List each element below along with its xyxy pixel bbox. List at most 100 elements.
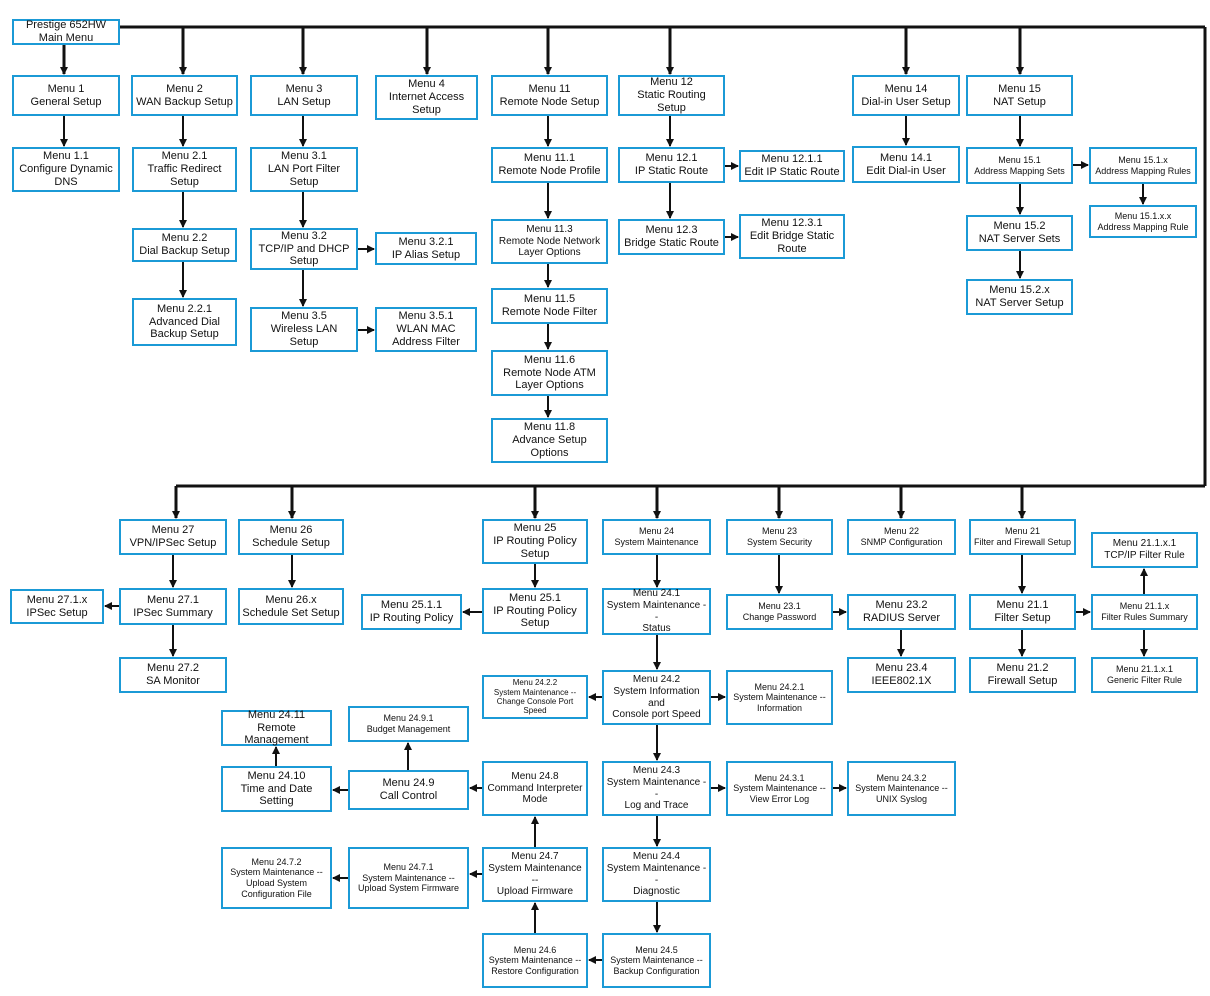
- menu-3-2-1-node[interactable]: Menu 3.2.1 IP Alias Setup: [375, 232, 477, 265]
- menu-12-3-label: Menu 12.3 Bridge Static Route: [624, 224, 719, 249]
- menu-24-6-label: Menu 24.6 System Maintenance -- Restore …: [488, 944, 582, 976]
- menu-3-5-1-label: Menu 3.5.1 WLAN MAC Address Filter: [392, 310, 460, 348]
- menu-12-node[interactable]: Menu 12 Static Routing Setup: [618, 75, 725, 116]
- menu-11-5-node[interactable]: Menu 11.5 Remote Node Filter: [491, 288, 608, 324]
- menu-15-1-x-node[interactable]: Menu 15.1.x Address Mapping Rules: [1089, 147, 1197, 184]
- menu-11-6-node[interactable]: Menu 11.6 Remote Node ATM Layer Options: [491, 350, 608, 396]
- menu-23-1-node[interactable]: Menu 23.1 Change Password: [726, 594, 833, 630]
- menu-2-2-1-node[interactable]: Menu 2.2.1 Advanced Dial Backup Setup: [132, 298, 237, 346]
- menu-23-label: Menu 23 System Security: [746, 526, 813, 547]
- menu-25-1-label: Menu 25.1 IP Routing Policy Setup: [493, 591, 577, 630]
- menu-11-1-node[interactable]: Menu 11.1 Remote Node Profile: [491, 147, 608, 183]
- menu-15-1-x-x-node[interactable]: Menu 15.1.x.x Address Mapping Rule: [1089, 205, 1197, 238]
- menu-24-2-2-label: Menu 24.2.2 System Maintenance -- Change…: [493, 678, 577, 716]
- menu-24-7-node[interactable]: Menu 24.7 System Maintenance -- Upload F…: [482, 847, 588, 902]
- menu-3-5-1-node[interactable]: Menu 3.5.1 WLAN MAC Address Filter: [375, 307, 477, 352]
- menu-12-3-1-node[interactable]: Menu 12.3.1 Edit Bridge Static Route: [739, 214, 845, 259]
- menu-12-1-label: Menu 12.1 IP Static Route: [634, 152, 709, 177]
- menu-15-node[interactable]: Menu 15 NAT Setup: [966, 75, 1073, 116]
- menu-27-1-node[interactable]: Menu 27.1 IPSec Summary: [119, 588, 227, 625]
- menu-24-1-node[interactable]: Menu 24.1 System Maintenance -- Status: [602, 588, 711, 635]
- menu-23-4-node[interactable]: Menu 23.4 IEEE802.1X: [847, 657, 956, 693]
- menu-1-1-node[interactable]: Menu 1.1 Configure Dynamic DNS: [12, 147, 120, 192]
- menu-14-node[interactable]: Menu 14 Dial-in User Setup: [852, 75, 960, 116]
- menu-24-2-1-node[interactable]: Menu 24.2.1 System Maintenance -- Inform…: [726, 670, 833, 725]
- menu-2-label: Menu 2 WAN Backup Setup: [136, 82, 233, 108]
- menu-11-node[interactable]: Menu 11 Remote Node Setup: [491, 75, 608, 116]
- menu-25-node[interactable]: Menu 25 IP Routing Policy Setup: [482, 519, 588, 564]
- menu-11-8-label: Menu 11.8 Advance Setup Options: [512, 421, 587, 459]
- menu-14-1-node[interactable]: Menu 14.1 Edit Dial-in User: [852, 146, 960, 183]
- menu-24-8-node[interactable]: Menu 24.8 Command Interpreter Mode: [482, 761, 588, 816]
- menu-24-5-node[interactable]: Menu 24.5 System Maintenance -- Backup C…: [602, 933, 711, 988]
- menu-24-node[interactable]: Menu 24 System Maintenance: [602, 519, 711, 555]
- menu-24-9-label: Menu 24.9 Call Control: [379, 777, 438, 802]
- menu-22-label: Menu 22 SNMP Configuration: [860, 526, 943, 547]
- menu-21-1-x-1-generic-label: Menu 21.1.x.1 Generic Filter Rule: [1106, 664, 1183, 685]
- menu-24-2-node[interactable]: Menu 24.2 System Information and Console…: [602, 670, 711, 725]
- menu-24-9-1-label: Menu 24.9.1 Budget Management: [366, 713, 451, 734]
- menu-2-2-node[interactable]: Menu 2.2 Dial Backup Setup: [132, 228, 237, 262]
- menu-24-6-node[interactable]: Menu 24.6 System Maintenance -- Restore …: [482, 933, 588, 988]
- menu-23-2-node[interactable]: Menu 23.2 RADIUS Server: [847, 594, 956, 630]
- menu-24-8-label: Menu 24.8 Command Interpreter Mode: [487, 770, 583, 806]
- menu-15-2-node[interactable]: Menu 15.2 NAT Server Sets: [966, 215, 1073, 251]
- menu-21-node[interactable]: Menu 21 Filter and Firewall Setup: [969, 519, 1076, 555]
- menu-3-node[interactable]: Menu 3 LAN Setup: [250, 75, 358, 116]
- menu-24-2-2-node[interactable]: Menu 24.2.2 System Maintenance -- Change…: [482, 675, 588, 719]
- menu-21-2-node[interactable]: Menu 21.2 Firewall Setup: [969, 657, 1076, 693]
- menu-26-node[interactable]: Menu 26 Schedule Setup: [238, 519, 344, 555]
- menu-1-node[interactable]: Menu 1 General Setup: [12, 75, 120, 116]
- menu-3-5-node[interactable]: Menu 3.5 Wireless LAN Setup: [250, 307, 358, 352]
- menu-12-1-1-label: Menu 12.1.1 Edit IP Static Route: [744, 153, 840, 178]
- menu-21-1-x-1-generic-node[interactable]: Menu 21.1.x.1 Generic Filter Rule: [1091, 657, 1198, 693]
- menu-27-2-node[interactable]: Menu 27.2 SA Monitor: [119, 657, 227, 693]
- menu-3-1-node[interactable]: Menu 3.1 LAN Port Filter Setup: [250, 147, 358, 192]
- menu-24-4-node[interactable]: Menu 24.4 System Maintenance -- Diagnost…: [602, 847, 711, 902]
- menu-15-1-node[interactable]: Menu 15.1 Address Mapping Sets: [966, 147, 1073, 184]
- menu-24-9-node[interactable]: Menu 24.9 Call Control: [348, 770, 469, 810]
- menu-24-7-2-node[interactable]: Menu 24.7.2 System Maintenance -- Upload…: [221, 847, 332, 909]
- main-menu-node[interactable]: Prestige 652HW Main Menu: [12, 19, 120, 45]
- menu-3-2-node[interactable]: Menu 3.2 TCP/IP and DHCP Setup: [250, 228, 358, 270]
- menu-23-1-label: Menu 23.1 Change Password: [742, 601, 817, 622]
- menu-27-1-x-node[interactable]: Menu 27.1.x IPSec Setup: [10, 589, 104, 624]
- menu-12-3-node[interactable]: Menu 12.3 Bridge Static Route: [618, 219, 725, 255]
- menu-11-label: Menu 11 Remote Node Setup: [499, 82, 600, 108]
- menu-25-1-node[interactable]: Menu 25.1 IP Routing Policy Setup: [482, 588, 588, 634]
- menu-12-1-1-node[interactable]: Menu 12.1.1 Edit IP Static Route: [739, 150, 845, 182]
- menu-26-x-node[interactable]: Menu 26.x Schedule Set Setup: [238, 588, 344, 625]
- menu-23-node[interactable]: Menu 23 System Security: [726, 519, 833, 555]
- menu-24-9-1-node[interactable]: Menu 24.9.1 Budget Management: [348, 706, 469, 742]
- menu-14-label: Menu 14 Dial-in User Setup: [861, 82, 951, 108]
- menu-24-4-label: Menu 24.4 System Maintenance -- Diagnost…: [606, 850, 707, 898]
- menu-27-label: Menu 27 VPN/IPSec Setup: [129, 524, 217, 549]
- menu-15-2-label: Menu 15.2 NAT Server Sets: [978, 220, 1061, 245]
- menu-4-node[interactable]: Menu 4 Internet Access Setup: [375, 75, 478, 120]
- menu-14-1-label: Menu 14.1 Edit Dial-in User: [866, 151, 946, 177]
- menu-27-node[interactable]: Menu 27 VPN/IPSec Setup: [119, 519, 227, 555]
- menu-11-8-node[interactable]: Menu 11.8 Advance Setup Options: [491, 418, 608, 463]
- menu-24-5-label: Menu 24.5 System Maintenance -- Backup C…: [610, 944, 703, 976]
- menu-11-3-node[interactable]: Menu 11.3 Remote Node Network Layer Opti…: [491, 219, 608, 264]
- menu-2-node[interactable]: Menu 2 WAN Backup Setup: [131, 75, 238, 116]
- menu-25-1-1-node[interactable]: Menu 25.1.1 IP Routing Policy: [361, 594, 462, 630]
- menu-24-3-2-node[interactable]: Menu 24.3.2 System Maintenance -- UNIX S…: [847, 761, 956, 816]
- menu-24-10-node[interactable]: Menu 24.10 Time and Date Setting: [221, 766, 332, 812]
- menu-24-11-node[interactable]: Menu 24.11 Remote Management: [221, 709, 332, 746]
- menu-12-label: Menu 12 Static Routing Setup: [637, 76, 706, 114]
- menu-3-5-label: Menu 3.5 Wireless LAN Setup: [270, 310, 338, 348]
- menu-21-1-x-node[interactable]: Menu 21.1.x Filter Rules Summary: [1091, 594, 1198, 630]
- menu-21-1-x-1-tcp-node[interactable]: Menu 21.1.x.1 TCP/IP Filter Rule: [1091, 532, 1198, 568]
- menu-24-3-1-node[interactable]: Menu 24.3.1 System Maintenance -- View E…: [726, 761, 833, 816]
- menu-12-1-node[interactable]: Menu 12.1 IP Static Route: [618, 147, 725, 183]
- menu-11-6-label: Menu 11.6 Remote Node ATM Layer Options: [503, 353, 596, 392]
- menu-22-node[interactable]: Menu 22 SNMP Configuration: [847, 519, 956, 555]
- menu-15-2-x-node[interactable]: Menu 15.2.x NAT Server Setup: [966, 279, 1073, 315]
- menu-24-3-node[interactable]: Menu 24.3 System Maintenance -- Log and …: [602, 761, 711, 816]
- menu-15-1-x-label: Menu 15.1.x Address Mapping Rules: [1095, 154, 1191, 176]
- menu-24-7-1-node[interactable]: Menu 24.7.1 System Maintenance -- Upload…: [348, 847, 469, 909]
- menu-2-1-node[interactable]: Menu 2.1 Traffic Redirect Setup: [132, 147, 237, 192]
- menu-21-1-node[interactable]: Menu 21.1 Filter Setup: [969, 594, 1076, 630]
- menu-3-2-1-label: Menu 3.2.1 IP Alias Setup: [391, 235, 461, 261]
